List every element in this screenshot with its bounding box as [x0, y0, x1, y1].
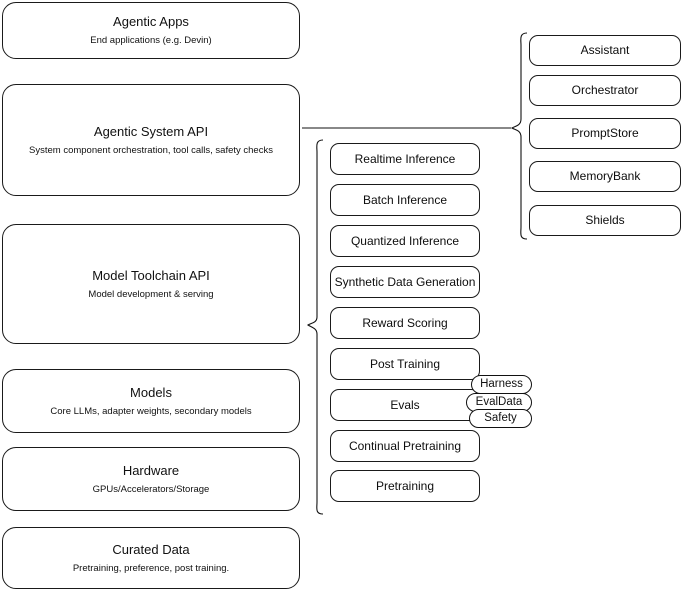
capability-label: Post Training — [369, 356, 441, 371]
capability-reward-scoring[interactable]: Reward Scoring — [330, 307, 480, 339]
capability-synthetic-data-generation[interactable]: Synthetic Data Generation — [330, 266, 480, 298]
layer-subtitle: GPUs/Accelerators/Storage — [92, 483, 210, 495]
right-brace — [511, 32, 528, 240]
capability-label: Synthetic Data Generation — [334, 274, 476, 289]
capability-realtime-inference[interactable]: Realtime Inference — [330, 143, 480, 175]
layer-model-toolchain-api[interactable]: Model Toolchain API Model development & … — [2, 224, 300, 344]
component-memorybank[interactable]: MemoryBank — [529, 161, 681, 192]
layer-subtitle: Model development & serving — [88, 288, 214, 300]
layer-subtitle: System component orchestration, tool cal… — [29, 144, 273, 156]
layer-models[interactable]: Models Core LLMs, adapter weights, secon… — [2, 369, 300, 433]
capability-continual-pretraining[interactable]: Continual Pretraining — [330, 430, 480, 462]
capability-label: Quantized Inference — [350, 233, 460, 248]
evals-subitem-label: EvalData — [475, 396, 523, 408]
capability-evals[interactable]: Evals — [330, 389, 480, 421]
middle-brace — [307, 139, 324, 515]
layer-subtitle: End applications (e.g. Devin) — [90, 35, 212, 46]
component-label: MemoryBank — [569, 169, 641, 183]
layer-title: Agentic Apps — [113, 14, 189, 29]
capability-label: Batch Inference — [362, 192, 448, 207]
component-label: Orchestrator — [571, 83, 639, 97]
layer-agentic-apps[interactable]: Agentic Apps End applications (e.g. Devi… — [2, 2, 300, 59]
evals-subitem-label: Safety — [484, 412, 517, 424]
component-orchestrator[interactable]: Orchestrator — [529, 75, 681, 106]
capability-label: Pretraining — [375, 478, 435, 493]
layer-agentic-system-api[interactable]: Agentic System API System component orch… — [2, 84, 300, 196]
layer-title: Model Toolchain API — [92, 267, 210, 283]
layer-title: Curated Data — [112, 541, 190, 557]
component-label: Shields — [585, 213, 625, 227]
layer-title: Hardware — [122, 462, 180, 478]
component-promptstore[interactable]: PromptStore — [529, 118, 681, 149]
layer-title: Models — [130, 384, 172, 400]
component-assistant[interactable]: Assistant — [529, 35, 681, 66]
layer-subtitle: Pretraining, preference, post training. — [72, 562, 230, 574]
component-label: PromptStore — [571, 126, 639, 140]
component-label: Assistant — [580, 43, 630, 57]
capability-pretraining[interactable]: Pretraining — [330, 470, 480, 502]
capability-quantized-inference[interactable]: Quantized Inference — [330, 225, 480, 257]
layer-curated-data[interactable]: Curated Data Pretraining, preference, po… — [2, 527, 300, 589]
layer-subtitle: Core LLMs, adapter weights, secondary mo… — [50, 405, 252, 417]
capability-batch-inference[interactable]: Batch Inference — [330, 184, 480, 216]
evals-subitem-harness[interactable]: Harness — [471, 375, 532, 394]
evals-subitem-safety[interactable]: Safety — [469, 409, 532, 428]
capability-label: Realtime Inference — [354, 151, 456, 166]
capability-label: Evals — [390, 397, 420, 412]
capability-post-training[interactable]: Post Training — [330, 348, 480, 380]
capability-label: Continual Pretraining — [348, 438, 462, 453]
layer-title: Agentic System API — [93, 123, 209, 139]
component-shields[interactable]: Shields — [529, 205, 681, 236]
layer-hardware[interactable]: Hardware GPUs/Accelerators/Storage — [2, 447, 300, 511]
capability-label: Reward Scoring — [362, 315, 448, 330]
evals-subitem-label: Harness — [480, 378, 523, 390]
